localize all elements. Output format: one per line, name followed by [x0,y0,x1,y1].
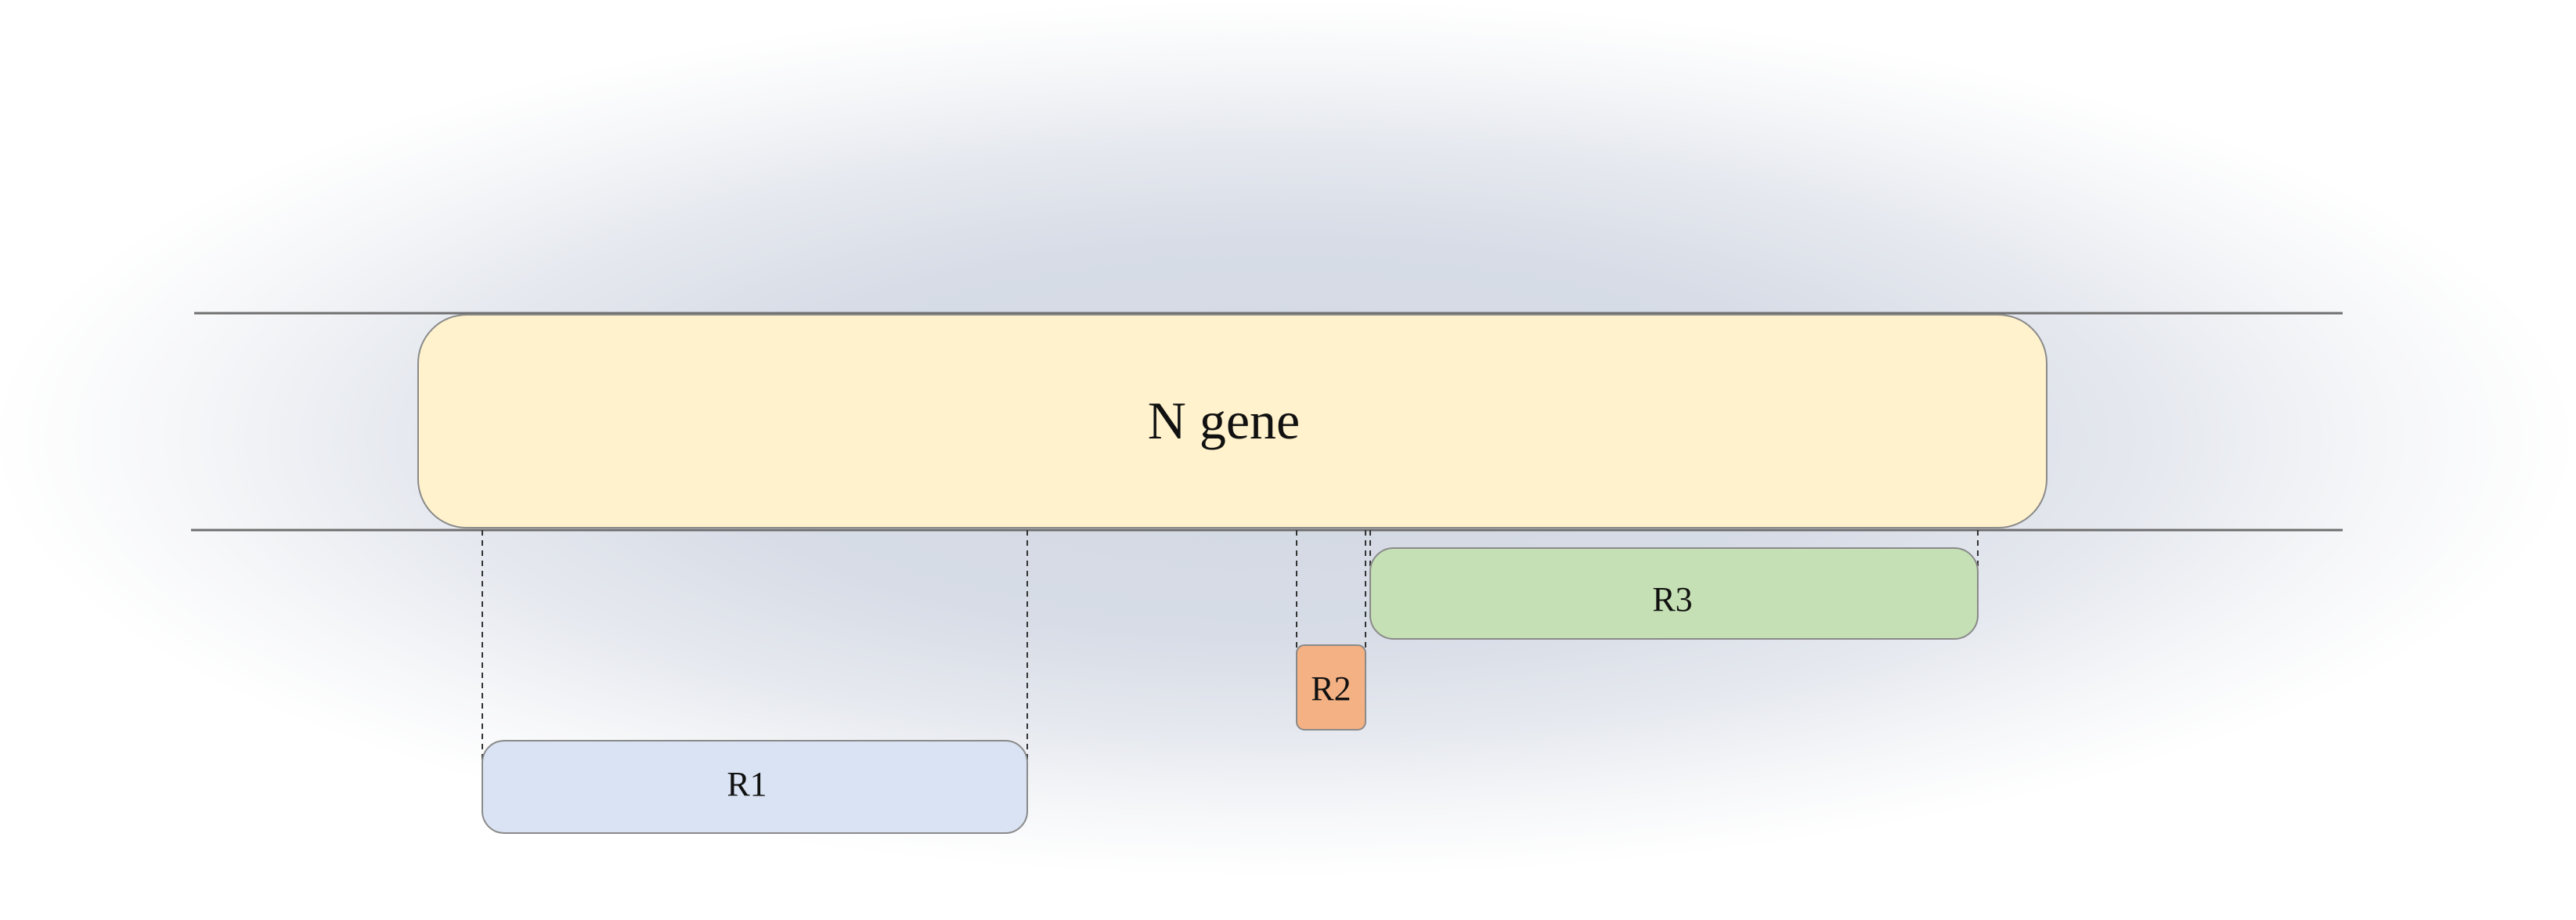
region-r3-box [1369,547,1979,640]
gene-box [417,314,2047,529]
region-r1-box [482,740,1028,834]
gene-label: N gene [1148,391,1300,450]
region-r2-label: R2 [1311,669,1351,708]
region-r3-label: R3 [1652,580,1692,619]
region-r2-box [1296,644,1366,731]
region-r1-label: R1 [727,765,767,803]
